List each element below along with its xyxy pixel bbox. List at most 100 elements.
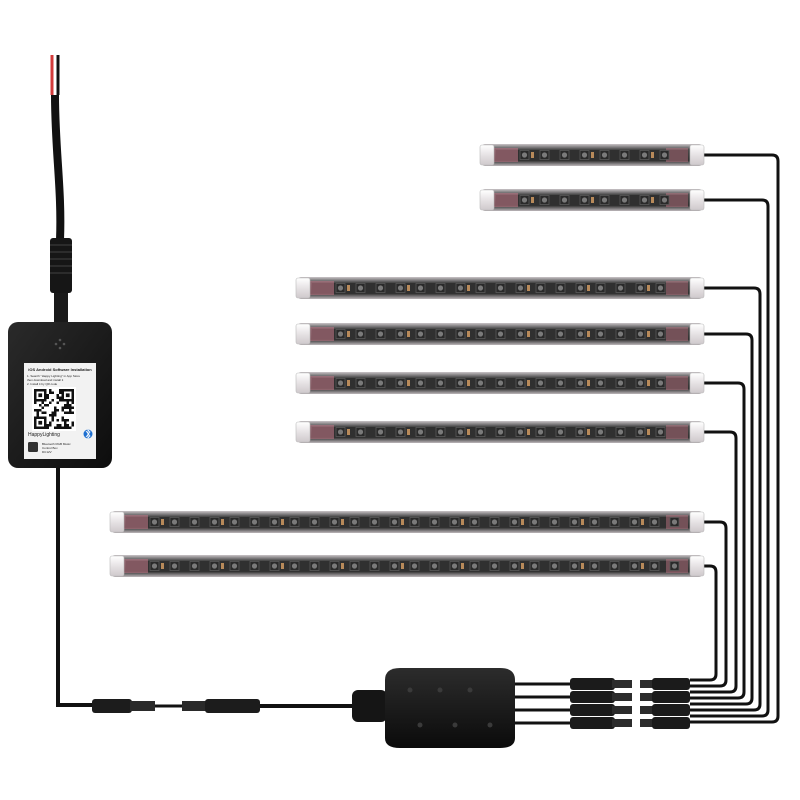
resistor xyxy=(407,285,410,291)
strip-wire xyxy=(690,198,770,718)
resistor xyxy=(647,285,650,291)
led-lens xyxy=(541,197,548,203)
led-lens xyxy=(331,519,338,525)
led-lens xyxy=(451,519,458,525)
led-lens xyxy=(351,563,358,569)
led-lens xyxy=(657,331,664,337)
led-lens xyxy=(671,519,678,525)
led-lens xyxy=(357,380,364,386)
led-lens xyxy=(631,519,638,525)
resistor xyxy=(641,519,644,525)
led-lens xyxy=(371,563,378,569)
bluetooth-icon xyxy=(83,429,93,439)
spec-line-2: Control Box xyxy=(42,446,58,450)
resistor xyxy=(527,429,530,435)
led-lens xyxy=(571,519,578,525)
led-lens xyxy=(151,563,158,569)
led-lens xyxy=(537,380,544,386)
controller-label-sticker: iOS Android Software Installation 1. Sea… xyxy=(24,363,96,459)
strip-wire xyxy=(690,564,718,682)
led-lens xyxy=(457,429,464,435)
label-line-1: 1. Search "Happy Lighting" in App Store xyxy=(27,374,80,378)
led-lens xyxy=(621,197,628,203)
led-lens xyxy=(621,152,628,158)
end-cap-left xyxy=(109,555,125,577)
resistor xyxy=(647,331,650,337)
led-lens xyxy=(417,380,424,386)
resistor xyxy=(461,563,464,569)
led-lens xyxy=(637,380,644,386)
led-lens xyxy=(551,563,558,569)
led-lens xyxy=(357,285,364,291)
led-lens xyxy=(471,563,478,569)
led-lens xyxy=(437,429,444,435)
strip-wire xyxy=(690,381,746,700)
resistor xyxy=(591,197,594,203)
led-lens xyxy=(597,380,604,386)
resistor xyxy=(161,563,164,569)
led-lens xyxy=(641,197,648,203)
led-lens xyxy=(511,519,518,525)
resistor xyxy=(347,429,350,435)
led-lens xyxy=(637,285,644,291)
strip-wire xyxy=(690,286,762,712)
led-strip xyxy=(295,277,705,299)
end-cap-right xyxy=(689,189,705,211)
resistor xyxy=(341,563,344,569)
led-lens xyxy=(457,285,464,291)
led-lens xyxy=(437,380,444,386)
led-lens xyxy=(641,152,648,158)
led-lens xyxy=(617,380,624,386)
led-lens xyxy=(597,285,604,291)
strip-wire xyxy=(690,520,728,688)
led-lens xyxy=(397,331,404,337)
led-lens xyxy=(431,563,438,569)
led-lens xyxy=(521,197,528,203)
led-strip xyxy=(295,421,705,443)
end-cap-right xyxy=(689,372,705,394)
led-lens xyxy=(391,519,398,525)
led-lens xyxy=(337,380,344,386)
resistor xyxy=(401,519,404,525)
led-lens xyxy=(537,331,544,337)
led-lens xyxy=(651,563,658,569)
led-lens xyxy=(477,331,484,337)
led-lens xyxy=(611,563,618,569)
led-lens xyxy=(377,380,384,386)
resistor xyxy=(221,563,224,569)
led-lens xyxy=(211,519,218,525)
led-lens xyxy=(477,285,484,291)
resistor xyxy=(581,563,584,569)
led-lens xyxy=(581,197,588,203)
qr-code xyxy=(32,387,76,431)
led-lens xyxy=(577,285,584,291)
led-lens xyxy=(231,519,238,525)
led-lens xyxy=(497,285,504,291)
end-cap-right xyxy=(689,323,705,345)
led-strip xyxy=(295,372,705,394)
led-lens xyxy=(397,285,404,291)
led-lens xyxy=(661,152,668,158)
led-lens xyxy=(601,152,608,158)
led-lens xyxy=(211,563,218,569)
resistor xyxy=(467,285,470,291)
end-cap-left xyxy=(295,372,311,394)
resistor xyxy=(161,519,164,525)
resistor xyxy=(527,331,530,337)
end-cap-left xyxy=(295,323,311,345)
led-lens xyxy=(477,380,484,386)
resistor xyxy=(587,380,590,386)
led-lens xyxy=(171,563,178,569)
led-lens xyxy=(417,429,424,435)
led-strip xyxy=(109,511,705,533)
led-lens xyxy=(521,152,528,158)
led-lens xyxy=(671,563,678,569)
resistor xyxy=(347,285,350,291)
led-lens xyxy=(617,285,624,291)
led-strip xyxy=(109,555,705,577)
end-cap-right xyxy=(689,555,705,577)
splitter-hub xyxy=(352,668,515,748)
led-lens xyxy=(541,152,548,158)
resistor xyxy=(407,380,410,386)
